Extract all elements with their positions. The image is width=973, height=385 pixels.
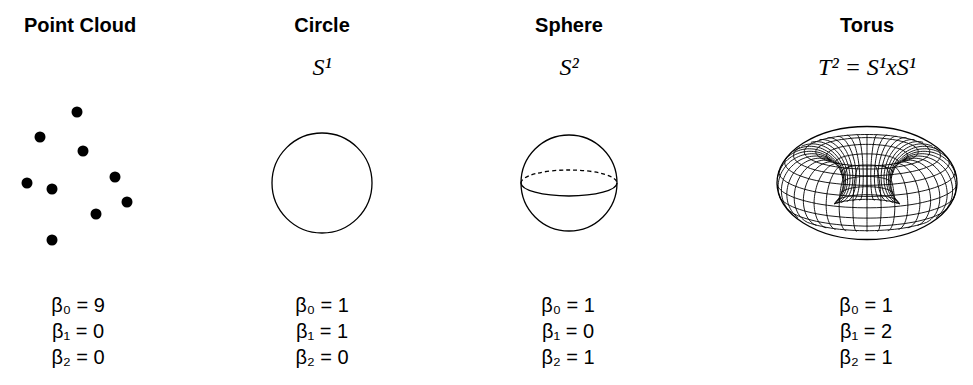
torus-shape [777, 127, 957, 240]
column-title: Sphere [535, 14, 603, 37]
sphere-shape [521, 135, 617, 231]
space-symbol: S² [559, 54, 578, 82]
betti-number: β₁ = 0 [52, 320, 104, 343]
betti-number: β₀ = 1 [295, 294, 349, 317]
betti-number: β₂ = 1 [541, 346, 594, 369]
column-title: Point Cloud [24, 14, 136, 37]
betti-number: β₁ = 1 [296, 320, 348, 343]
betti-number: β₂ = 1 [839, 346, 892, 369]
betti-number: β₂ = 0 [51, 346, 104, 369]
betti-number: β₁ = 0 [542, 320, 594, 343]
betti-number: β₀ = 1 [541, 294, 595, 317]
betti-number: β₀ = 1 [839, 294, 893, 317]
space-symbol: S¹ [312, 54, 331, 82]
point-cloud [22, 107, 133, 246]
column-title: Circle [294, 14, 350, 37]
betti-number: β₀ = 9 [51, 294, 105, 317]
space-symbol: T² = S¹xS¹ [818, 54, 916, 82]
betti-number: β₁ = 2 [840, 320, 892, 343]
betti-number: β₂ = 0 [295, 346, 348, 369]
circle-shape [272, 133, 372, 233]
column-title: Torus [840, 14, 894, 37]
